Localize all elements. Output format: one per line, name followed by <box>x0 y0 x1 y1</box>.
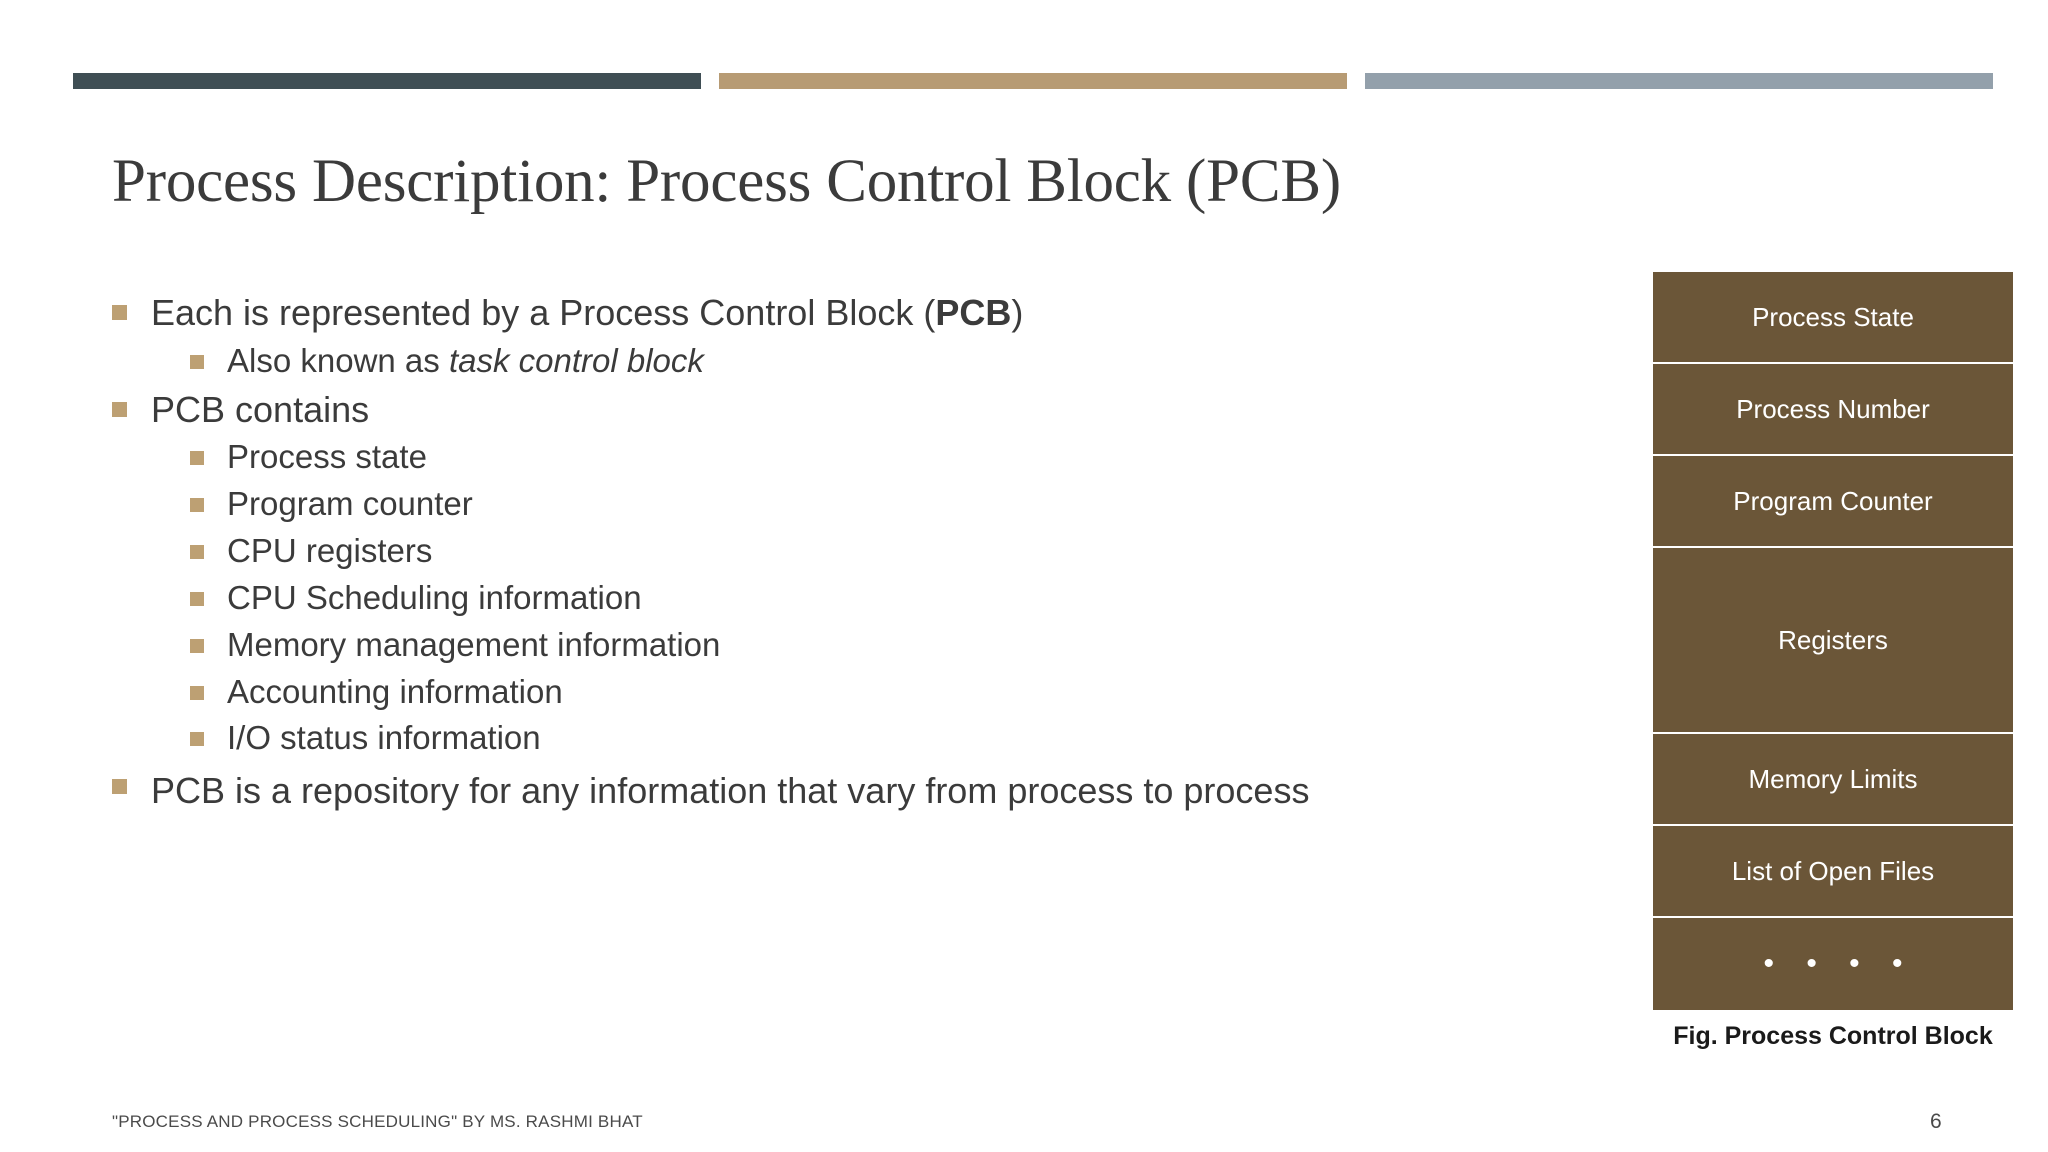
bullet-text: CPU registers <box>227 531 433 569</box>
pcb-row: • • • • <box>1653 918 2013 1010</box>
bullet-square-icon <box>190 544 204 559</box>
bullet-text: Memory management information <box>227 625 721 663</box>
bullet-square-icon <box>190 685 204 700</box>
pcb-row: Memory Limits <box>1653 734 2013 826</box>
bullet-square-icon <box>190 638 204 653</box>
bullet-text: Accounting information <box>227 672 563 710</box>
pcb-row-label: Process State <box>1752 301 1914 332</box>
bullet-text: I/O status information <box>227 719 541 757</box>
bullet-text: CPU Scheduling information <box>227 578 642 616</box>
bullet-item-level2: Also known as task control block <box>190 338 1572 385</box>
bullet-item-level1: PCB is a repository for any information … <box>112 762 1572 820</box>
pcb-row: List of Open Files <box>1653 826 2013 918</box>
pcb-diagram-caption: Fig. Process Control Block <box>1673 1022 1993 1050</box>
bullet-square-icon <box>190 591 204 606</box>
bullet-item-level2: I/O status information <box>190 715 1572 762</box>
bullet-text: Program counter <box>227 485 473 523</box>
page-title: Process Description: Process Control Blo… <box>112 148 1341 215</box>
bullet-item-level2: Memory management information <box>190 622 1572 669</box>
slide-page-number: 6 <box>1930 1110 1942 1133</box>
pcb-row: Program Counter <box>1653 456 2013 548</box>
footer-attribution: "PROCESS AND PROCESS SCHEDULING" BY MS. … <box>112 1112 643 1131</box>
pcb-row-label: Process Number <box>1736 393 1930 424</box>
bullet-item-level2: CPU registers <box>190 528 1572 575</box>
bullet-text: Also known as task control block <box>227 341 704 379</box>
pcb-row-label: Registers <box>1778 624 1888 655</box>
bullet-text: Process state <box>227 438 427 476</box>
pcb-ellipsis: • • • • <box>1763 947 1915 980</box>
bullet-item-level2: Process state <box>190 434 1572 481</box>
accent-bar-dark <box>73 73 701 89</box>
bullet-text: PCB contains <box>151 388 370 430</box>
bullet-square-icon <box>190 354 204 369</box>
bullet-square-icon <box>190 451 204 466</box>
bullet-square-icon <box>112 305 127 320</box>
pcb-row: Process Number <box>1653 364 2013 456</box>
pcb-row: Registers <box>1653 548 2013 734</box>
header-accent-bars <box>0 73 2048 89</box>
accent-bar-tan <box>719 73 1347 89</box>
pcb-row-label: Program Counter <box>1733 485 1933 516</box>
pcb-row: Process State <box>1653 272 2013 364</box>
bullet-item-level2: Program counter <box>190 481 1572 528</box>
bullet-text: PCB is a repository for any information … <box>151 770 1310 812</box>
bullet-square-icon <box>190 732 204 747</box>
bullet-item-level1: PCB contains <box>112 385 1572 435</box>
accent-bar-gray <box>1365 73 1993 89</box>
bullet-item-level1: Each is represented by a Process Control… <box>112 288 1572 338</box>
bullet-item-level2: Accounting information <box>190 669 1572 716</box>
bullet-square-icon <box>190 498 204 513</box>
bullet-square-icon <box>112 401 127 417</box>
bullet-item-level2: CPU Scheduling information <box>190 575 1572 622</box>
pcb-row-label: List of Open Files <box>1731 855 1935 886</box>
bullet-list: Each is represented by a Process Control… <box>112 288 1572 821</box>
bullet-square-icon <box>112 779 127 795</box>
bullet-text: Each is represented by a Process Control… <box>151 292 1024 333</box>
pcb-row-label: Memory Limits <box>1748 763 1918 794</box>
